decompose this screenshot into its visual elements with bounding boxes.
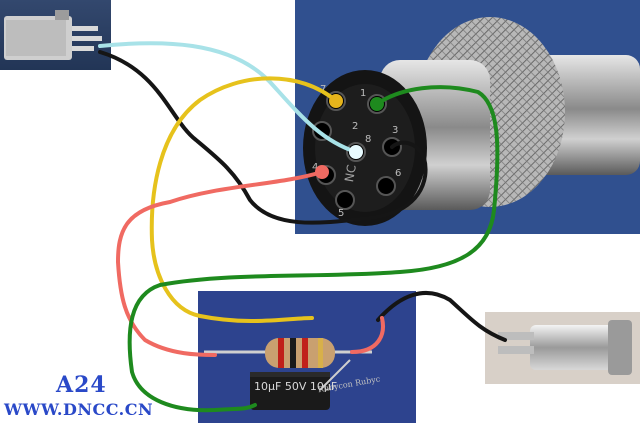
wire-yellow [149, 76, 338, 324]
pin-hole-6 [376, 176, 396, 196]
caption-code: A24 [56, 372, 107, 398]
resistor [204, 338, 372, 368]
pin-label-5: 5 [338, 208, 344, 219]
pin-label-3: 3 [392, 125, 398, 136]
wire-red-right [350, 316, 385, 354]
pin-marker-green [370, 97, 384, 111]
pin-label-1: 1 [360, 88, 366, 99]
pin-marker-cyan [349, 145, 363, 159]
wire-green [127, 85, 500, 413]
pin-label-4: 4 [312, 162, 318, 173]
component-photo: Rubycon Rubyc 10µF 50V 10µF [198, 291, 416, 423]
connector-marking: NC [342, 164, 359, 184]
microswitch-photo [0, 0, 111, 70]
capacitor-value: 10µF 50V 10µF [254, 380, 337, 393]
caption-site: WWW.DNCC.CN [4, 400, 154, 419]
pin-marker-red [315, 165, 329, 179]
dc-jack-photo [485, 312, 640, 384]
pin-hole-5 [335, 190, 355, 210]
wire-red [116, 170, 324, 357]
wires [98, 41, 507, 413]
wire-black [98, 50, 428, 225]
pin-label-6: 6 [395, 168, 401, 179]
pin-label-8: 8 [365, 134, 371, 145]
electrolytic-capacitor: Rubycon Rubyc 10µF 50V 10µF [250, 359, 381, 410]
pin-label-2: 2 [352, 121, 358, 132]
pin-markers [315, 94, 384, 179]
wire-black-jack [376, 290, 507, 342]
pin-marker-yellow [329, 94, 343, 108]
